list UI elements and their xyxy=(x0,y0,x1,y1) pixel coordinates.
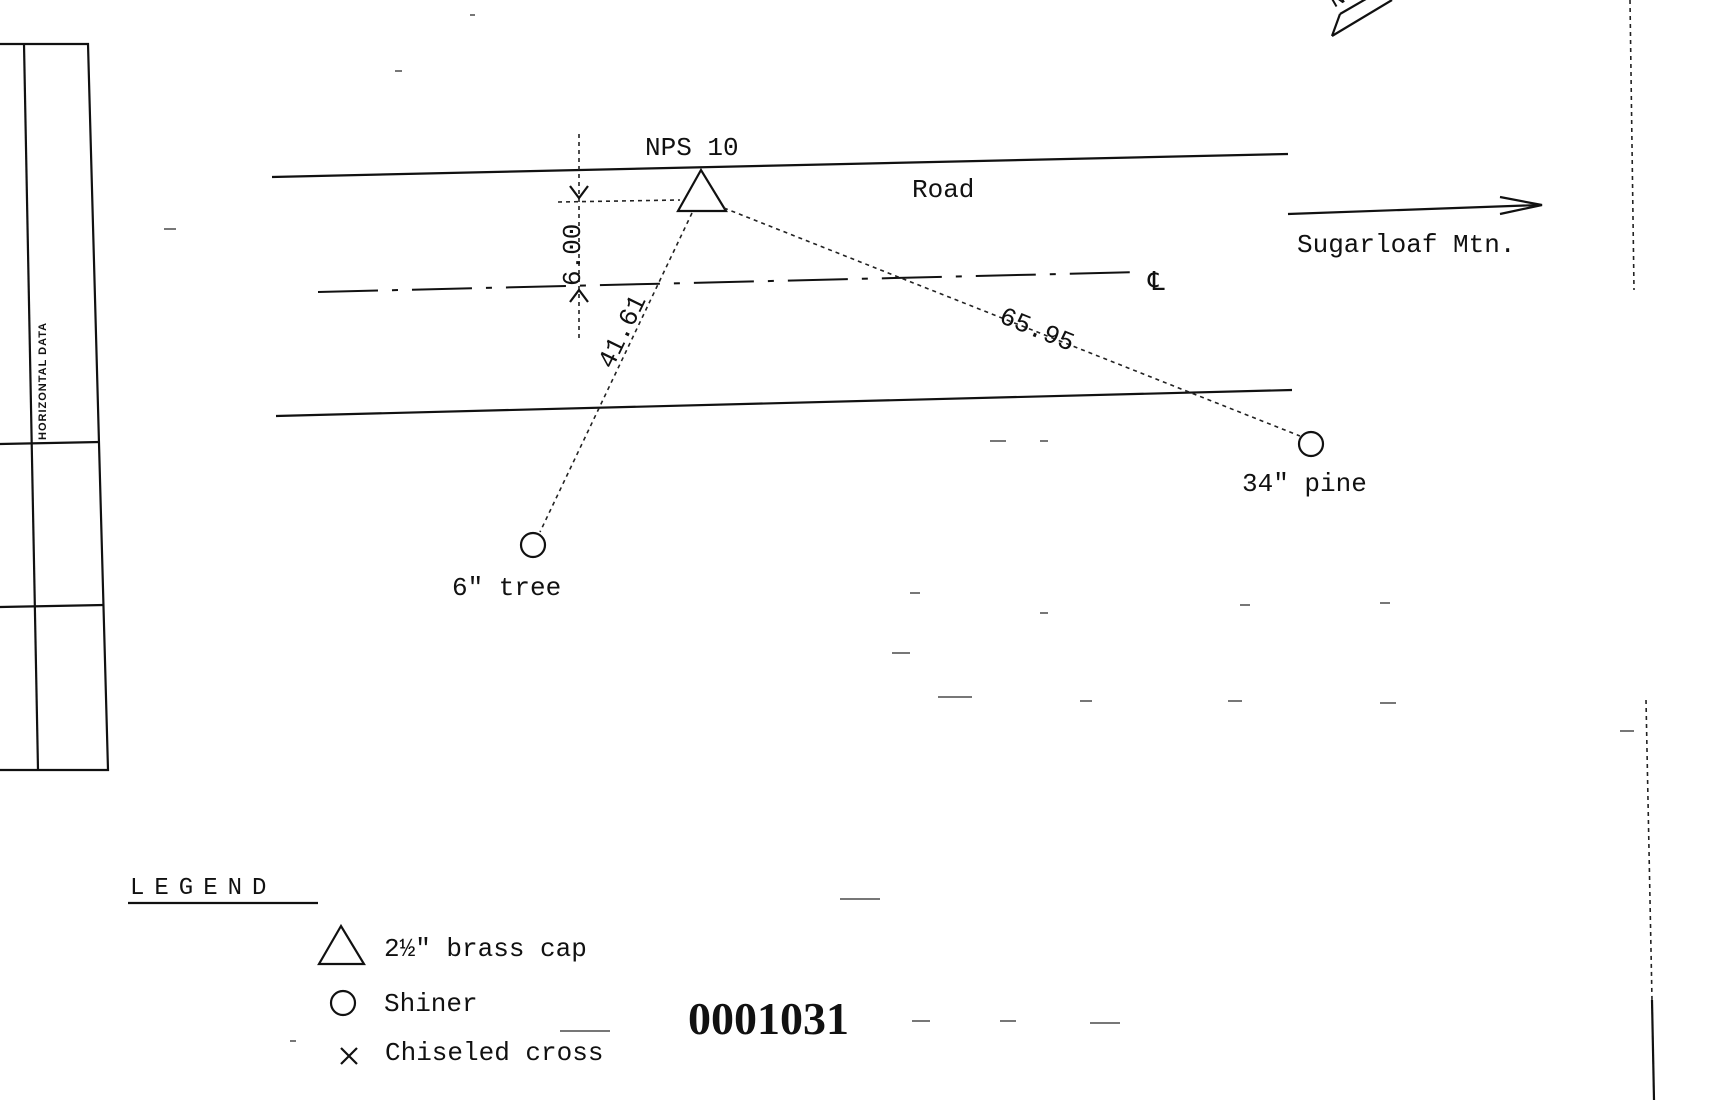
road-centerline xyxy=(317,271,1143,293)
road-edge-bottom xyxy=(275,388,1293,418)
legend-item-chiseled-cross: Chiseled cross xyxy=(385,1038,603,1068)
offset-label: 6.00 xyxy=(558,224,588,286)
right-margin-line-lower xyxy=(1645,699,1655,1101)
side-table: HORIZONTAL DATA xyxy=(0,42,110,772)
distance-tree: 41.61 xyxy=(592,290,653,373)
side-table-label: HORIZONTAL DATA xyxy=(37,322,49,440)
north-arrow-icon: N xyxy=(1325,0,1393,37)
legend-title: LEGEND xyxy=(130,875,276,902)
offset-dimension: 6.00 xyxy=(557,134,681,338)
right-margin-mark xyxy=(1650,999,1656,1101)
direction-arrow xyxy=(1287,195,1543,216)
legend-triangle-icon xyxy=(317,923,366,966)
tree-circle-icon xyxy=(519,531,547,559)
legend: LEGEND 2½" brass cap Shiner Chiseled cro… xyxy=(128,875,603,1068)
right-margin-line xyxy=(1629,0,1635,291)
station-triangle-icon xyxy=(676,167,728,213)
tree-label: 6" tree xyxy=(452,573,561,603)
road-edge-top xyxy=(271,152,1289,179)
scan-specks xyxy=(164,14,1634,1042)
pine-circle-icon xyxy=(1297,430,1325,458)
pine-label: 34" pine xyxy=(1242,469,1367,499)
direction-label: Sugarloaf Mtn. xyxy=(1297,230,1515,260)
distance-pine: 65.95 xyxy=(995,302,1079,359)
legend-item-brass-cap: 2½" brass cap xyxy=(384,934,587,964)
document-number: 0001031 xyxy=(688,993,849,1044)
legend-cross-icon xyxy=(340,1047,358,1065)
tie-line-tree xyxy=(539,212,693,533)
road-label: Road xyxy=(912,175,974,205)
legend-circle-icon xyxy=(329,989,357,1017)
centerline-symbol: ℄ xyxy=(1147,268,1165,298)
north-mark: N xyxy=(1325,0,1351,15)
legend-item-shiner: Shiner xyxy=(384,989,478,1019)
station-name: NPS 10 xyxy=(645,133,739,163)
